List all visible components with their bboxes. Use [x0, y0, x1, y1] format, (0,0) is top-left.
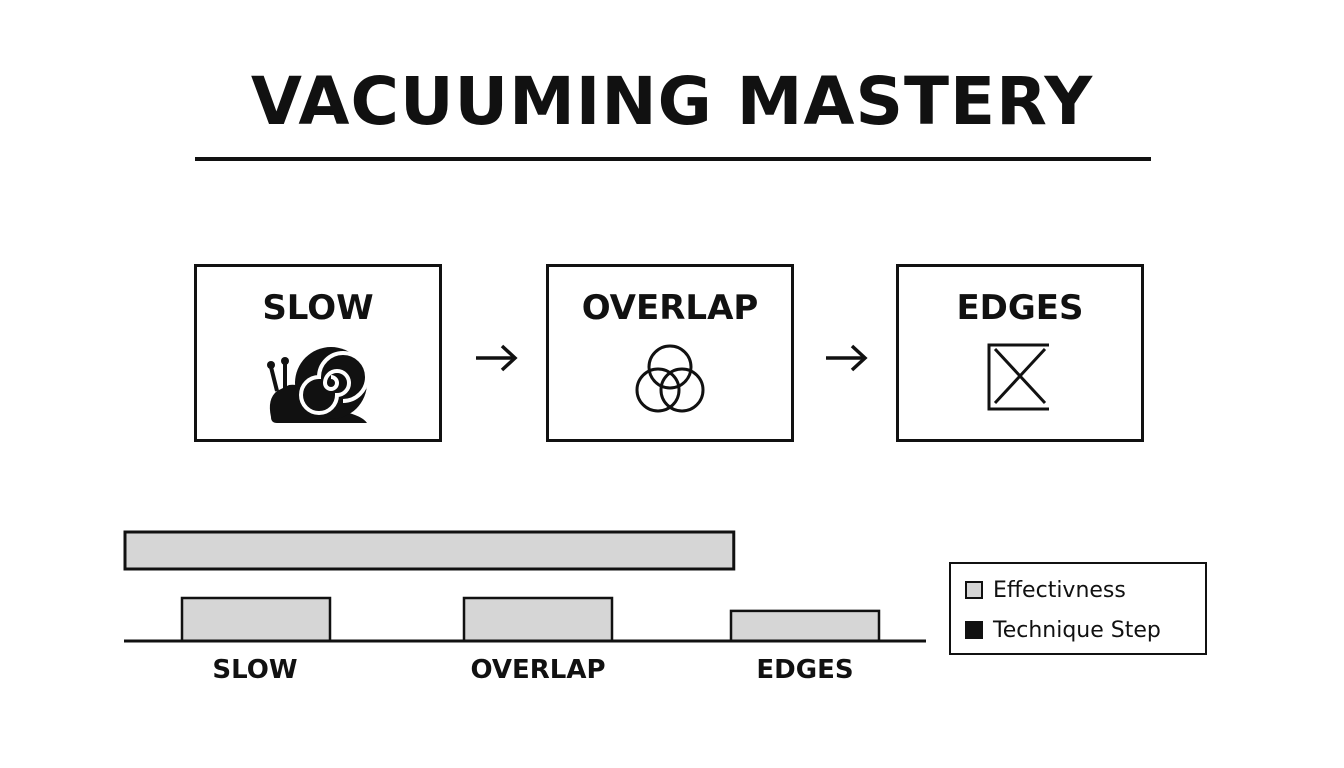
step-label: OVERLAP: [581, 288, 759, 328]
x-tick-label-edges: EDGES: [756, 655, 854, 685]
legend-swatch-gray: [965, 581, 983, 599]
x-tick-label-slow: SLOW: [212, 655, 298, 685]
step-label: EDGES: [956, 288, 1084, 328]
title-divider: [195, 157, 1151, 161]
step-card-overlap: OVERLAP: [546, 264, 794, 442]
summary-bar: [123, 530, 736, 571]
chart-legend: Effectivness Technique Step: [949, 562, 1207, 655]
bar-overlap: [462, 596, 614, 643]
legend-label: Effectivness: [993, 577, 1126, 603]
legend-entry-effectiveness: Effectivness: [965, 575, 1126, 605]
step-card-edges: EDGES: [896, 264, 1144, 442]
x-tick-label-overlap: OVERLAP: [470, 655, 606, 685]
bar-slow: [180, 596, 332, 643]
arrow-right-icon: [826, 344, 868, 372]
arrow-right-icon: [476, 344, 518, 372]
legend-label: Technique Step: [993, 617, 1161, 643]
snail-icon: [197, 339, 439, 429]
boxed-x-icon: [899, 339, 1141, 429]
step-card-slow: SLOW: [194, 264, 442, 442]
legend-entry-technique-step: Technique Step: [965, 615, 1161, 645]
legend-swatch-black: [965, 621, 983, 639]
page-title: VACUUMING MASTERY: [250, 63, 1094, 140]
step-label: SLOW: [262, 288, 374, 328]
overlapping-circles-icon: [549, 339, 791, 429]
bar-edges: [729, 609, 881, 643]
